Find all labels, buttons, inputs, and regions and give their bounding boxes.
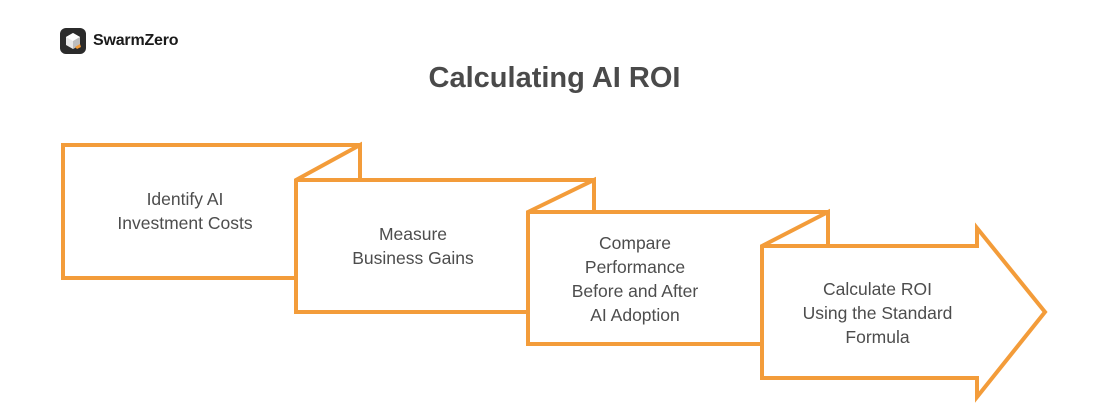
step-4-label: Calculate ROI Using the Standard Formula: [802, 279, 953, 347]
step-2-label: Measure Business Gains: [352, 224, 474, 268]
step-1-label: Identify AI Investment Costs: [117, 189, 253, 233]
hexagon-logo-icon: [60, 28, 86, 54]
brand-name: SwarmZero: [93, 32, 179, 49]
step-4-arrow-shape: [760, 208, 1048, 403]
step-3-label: Compare Performance Before and After AI …: [571, 233, 699, 325]
brand-logo: SwarmZero: [60, 28, 179, 54]
page-title: Calculating AI ROI: [428, 62, 681, 94]
